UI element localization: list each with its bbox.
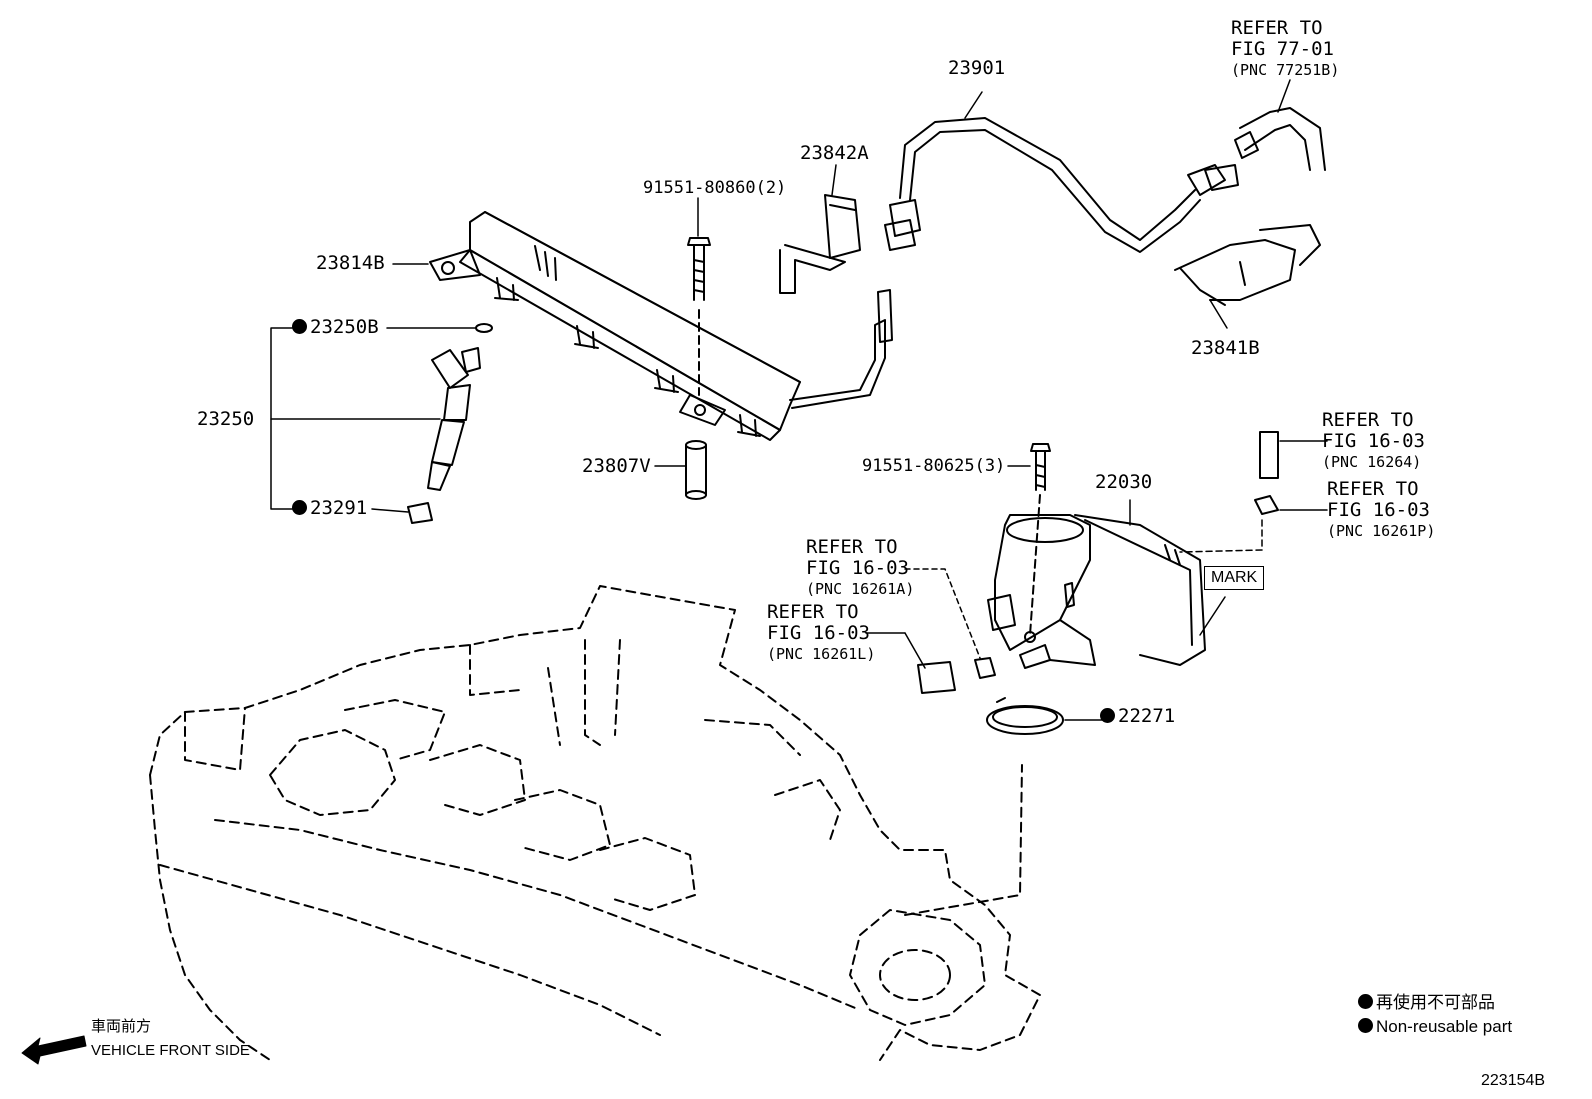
- legend-en: Non-reusable part: [1358, 1016, 1512, 1037]
- label-23291-text: 23291: [310, 497, 368, 519]
- leader-lines: [270, 79, 1328, 721]
- label-23842A: 23842A: [800, 142, 869, 164]
- ref-line: FIG 16-03: [767, 622, 870, 644]
- ref-line: REFER TO: [1322, 409, 1414, 431]
- bolt-91551-80860: [687, 237, 711, 396]
- ref-parts: [917, 431, 1279, 694]
- ref-fig-16-03-16261A: REFER TO FIG 16-03 (PNC 16261A): [806, 537, 914, 600]
- throttle-body: [987, 514, 1206, 669]
- label-22271: 22271: [1100, 706, 1175, 727]
- ref-line: REFER TO: [806, 536, 898, 558]
- non-reusable-dot-icon: [292, 319, 307, 334]
- label-23814B: 23814B: [316, 252, 385, 274]
- ref-fig-77-01: REFER TO FIG 77-01 (PNC 77251B): [1231, 18, 1339, 81]
- label-bolt-91551-80860: 91551-80860(2): [643, 178, 787, 198]
- clamp-23842A: [779, 194, 861, 294]
- ref-pnc: (PNC 16261A): [806, 580, 915, 598]
- ref-pnc: (PNC 16261P): [1327, 522, 1436, 540]
- non-reusable-dot-icon: [1100, 708, 1115, 723]
- label-23807V: 23807V: [582, 455, 651, 477]
- ref-pnc: (PNC 16261L): [767, 645, 876, 663]
- gasket-22271: [986, 697, 1064, 735]
- label-23901: 23901: [948, 57, 1006, 79]
- ref-line: FIG 16-03: [806, 557, 909, 579]
- label-22030: 22030: [1095, 471, 1153, 493]
- ref-pnc: (PNC 77251B): [1231, 61, 1340, 79]
- ref-line: REFER TO: [1327, 478, 1419, 500]
- ref-line: FIG 16-03: [1322, 430, 1425, 452]
- direction-jp: 車両前方: [91, 1018, 152, 1035]
- label-23841B: 23841B: [1191, 337, 1260, 359]
- bolt-91551-80625: [1029, 443, 1051, 636]
- front-direction-arrow: [21, 1035, 87, 1065]
- direction-en: VEHICLE FRONT SIDE: [91, 1042, 250, 1059]
- label-23250B: 23250B: [292, 317, 379, 338]
- non-reusable-dot-icon: [1358, 994, 1373, 1009]
- ref-line: REFER TO: [767, 601, 859, 623]
- legend-jp-text: 再使用不可部品: [1376, 993, 1495, 1012]
- fuel-injector: [407, 323, 493, 524]
- ref-pnc: (PNC 16264): [1322, 453, 1422, 471]
- label-23250B-text: 23250B: [310, 316, 379, 338]
- label-23291: 23291: [292, 498, 367, 519]
- non-reusable-dot-icon: [292, 500, 307, 515]
- ref-fig-16-03-16261P: REFER TO FIG 16-03 (PNC 16261P): [1327, 479, 1435, 542]
- mark-box: MARK: [1204, 566, 1265, 590]
- non-reusable-dot-icon: [1358, 1018, 1373, 1033]
- label-22271-text: 22271: [1118, 705, 1176, 727]
- legend-jp: 再使用不可部品: [1358, 992, 1495, 1013]
- clamp-23841B: [1174, 224, 1321, 306]
- ref-fig-16-03-16261L: REFER TO FIG 16-03 (PNC 16261L): [767, 602, 875, 665]
- ref-line: REFER TO: [1231, 17, 1323, 39]
- fuel-hose: [884, 107, 1326, 253]
- label-23250: 23250: [197, 408, 255, 430]
- engine-outline: [149, 585, 1041, 1061]
- figure-id: 223154B: [1481, 1072, 1546, 1089]
- fuel-rail: [429, 211, 893, 441]
- label-bolt-91551-80625: 91551-80625(3): [862, 456, 1006, 476]
- ref-line: FIG 16-03: [1327, 499, 1430, 521]
- legend-en-text: Non-reusable part: [1376, 1017, 1513, 1036]
- ref-line: FIG 77-01: [1231, 38, 1334, 60]
- spacer-23807V: [685, 440, 707, 500]
- ref-fig-16-03-16264: REFER TO FIG 16-03 (PNC 16264): [1322, 410, 1425, 473]
